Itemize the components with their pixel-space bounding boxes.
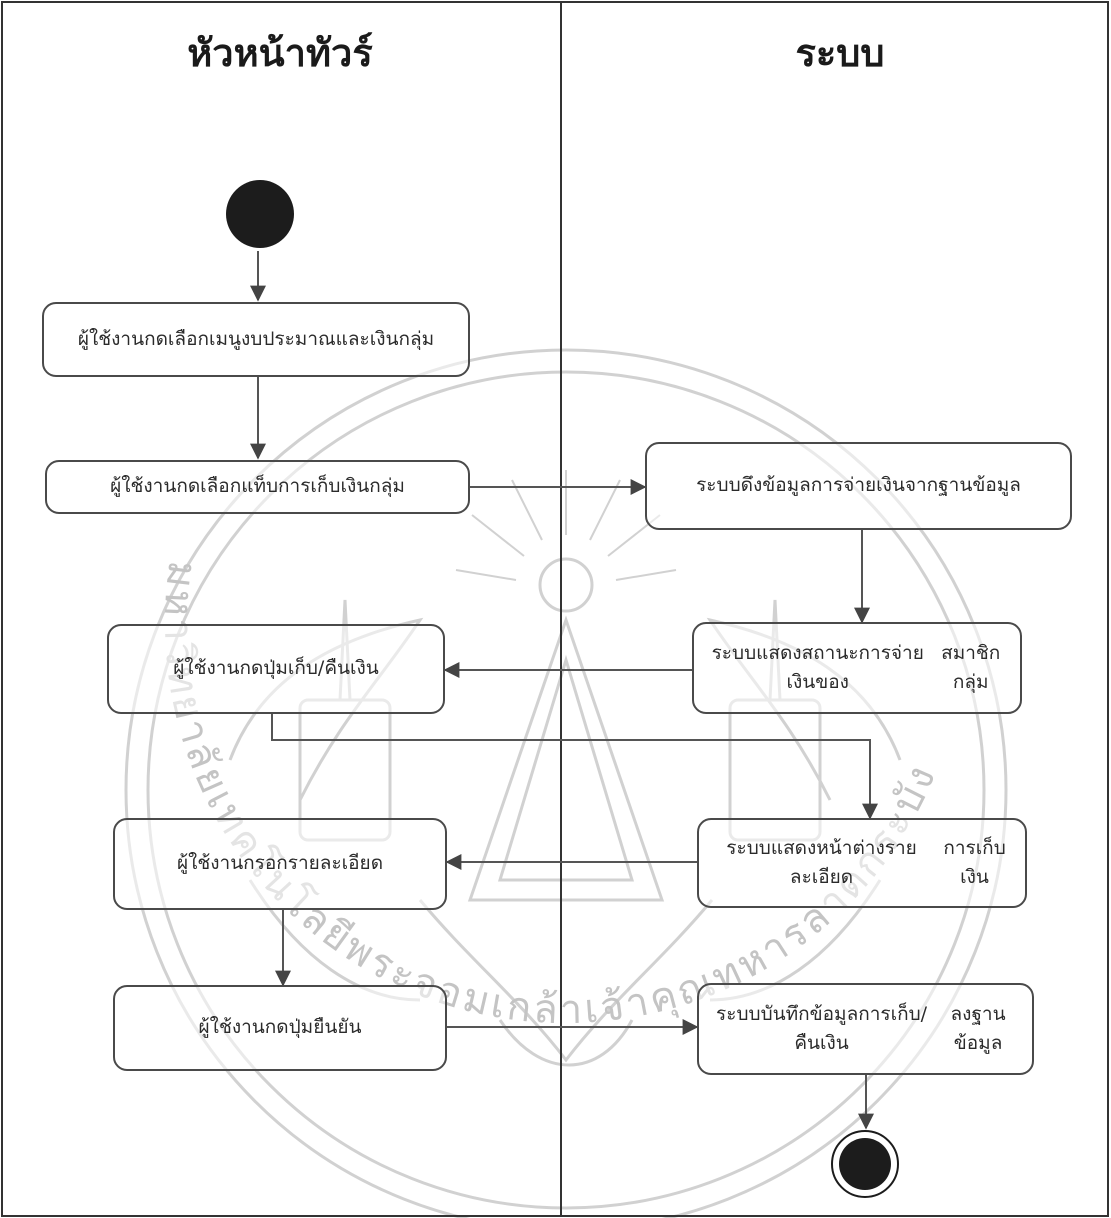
- activity-label: ผู้ใช้งานกดปุ่มยืนยัน: [198, 1016, 362, 1039]
- activity-select-budget-menu: ผู้ใช้งานกดเลือกเมนูงบประมาณและเงินกลุ่ม: [42, 302, 470, 377]
- activity-label: ระบบดึงข้อมูลการจ่ายเงินจากฐานข้อมูล: [696, 474, 1021, 497]
- activity-label: ผู้ใช้งานกรอกรายละเอียด: [176, 852, 384, 875]
- lane-title-system: ระบบ: [795, 31, 885, 75]
- activity-save-collection-record: ระบบบันทึกข้อมูลการเก็บ/คืนเงิน ลงฐานข้อ…: [697, 983, 1034, 1075]
- end-node: [831, 1130, 899, 1198]
- activity-label: ผู้ใช้งานกดปุ่มเก็บ/คืนเงิน: [173, 657, 379, 680]
- activity-label: ระบบแสดงหน้าต่างรายละเอียด: [726, 836, 917, 888]
- activity-label: สมาชิกกลุ่ม: [941, 641, 1001, 693]
- activity-show-payment-status: ระบบแสดงสถานะการจ่ายเงินของ สมาชิกกลุ่ม: [692, 622, 1022, 714]
- activity-select-collection-tab: ผู้ใช้งานกดเลือกแท็บการเก็บเงินกลุ่ม: [45, 460, 470, 514]
- activity-label: ระบบแสดงสถานะการจ่ายเงินของ: [711, 641, 924, 693]
- activity-press-confirm-button: ผู้ใช้งานกดปุ่มยืนยัน: [113, 985, 447, 1071]
- activity-label: การเก็บเงิน: [943, 836, 1006, 888]
- activity-label: ลงฐานข้อมูล: [950, 1002, 1006, 1054]
- activity-label: ผู้ใช้งานกดเลือกแท็บการเก็บเงินกลุ่ม: [110, 475, 405, 498]
- activity-fetch-payment-data: ระบบดึงข้อมูลการจ่ายเงินจากฐานข้อมูล: [645, 442, 1072, 530]
- lane-title-leader: หัวหน้าทัวร์: [187, 31, 373, 75]
- edge-a4-to-a7: [271, 714, 878, 820]
- activity-press-collect-refund-button: ผู้ใช้งานกดปุ่มเก็บ/คืนเงิน: [107, 624, 445, 714]
- activity-label: ระบบบันทึกข้อมูลการเก็บ/คืนเงิน: [716, 1002, 928, 1054]
- activity-label: ผู้ใช้งานกดเลือกเมนูงบประมาณและเงินกลุ่ม: [77, 327, 435, 350]
- activity-show-detail-window: ระบบแสดงหน้าต่างรายละเอียด การเก็บเงิน: [697, 818, 1027, 908]
- activity-fill-details: ผู้ใช้งานกรอกรายละเอียด: [113, 818, 447, 910]
- start-node: [226, 180, 294, 248]
- end-node-core: [839, 1138, 891, 1190]
